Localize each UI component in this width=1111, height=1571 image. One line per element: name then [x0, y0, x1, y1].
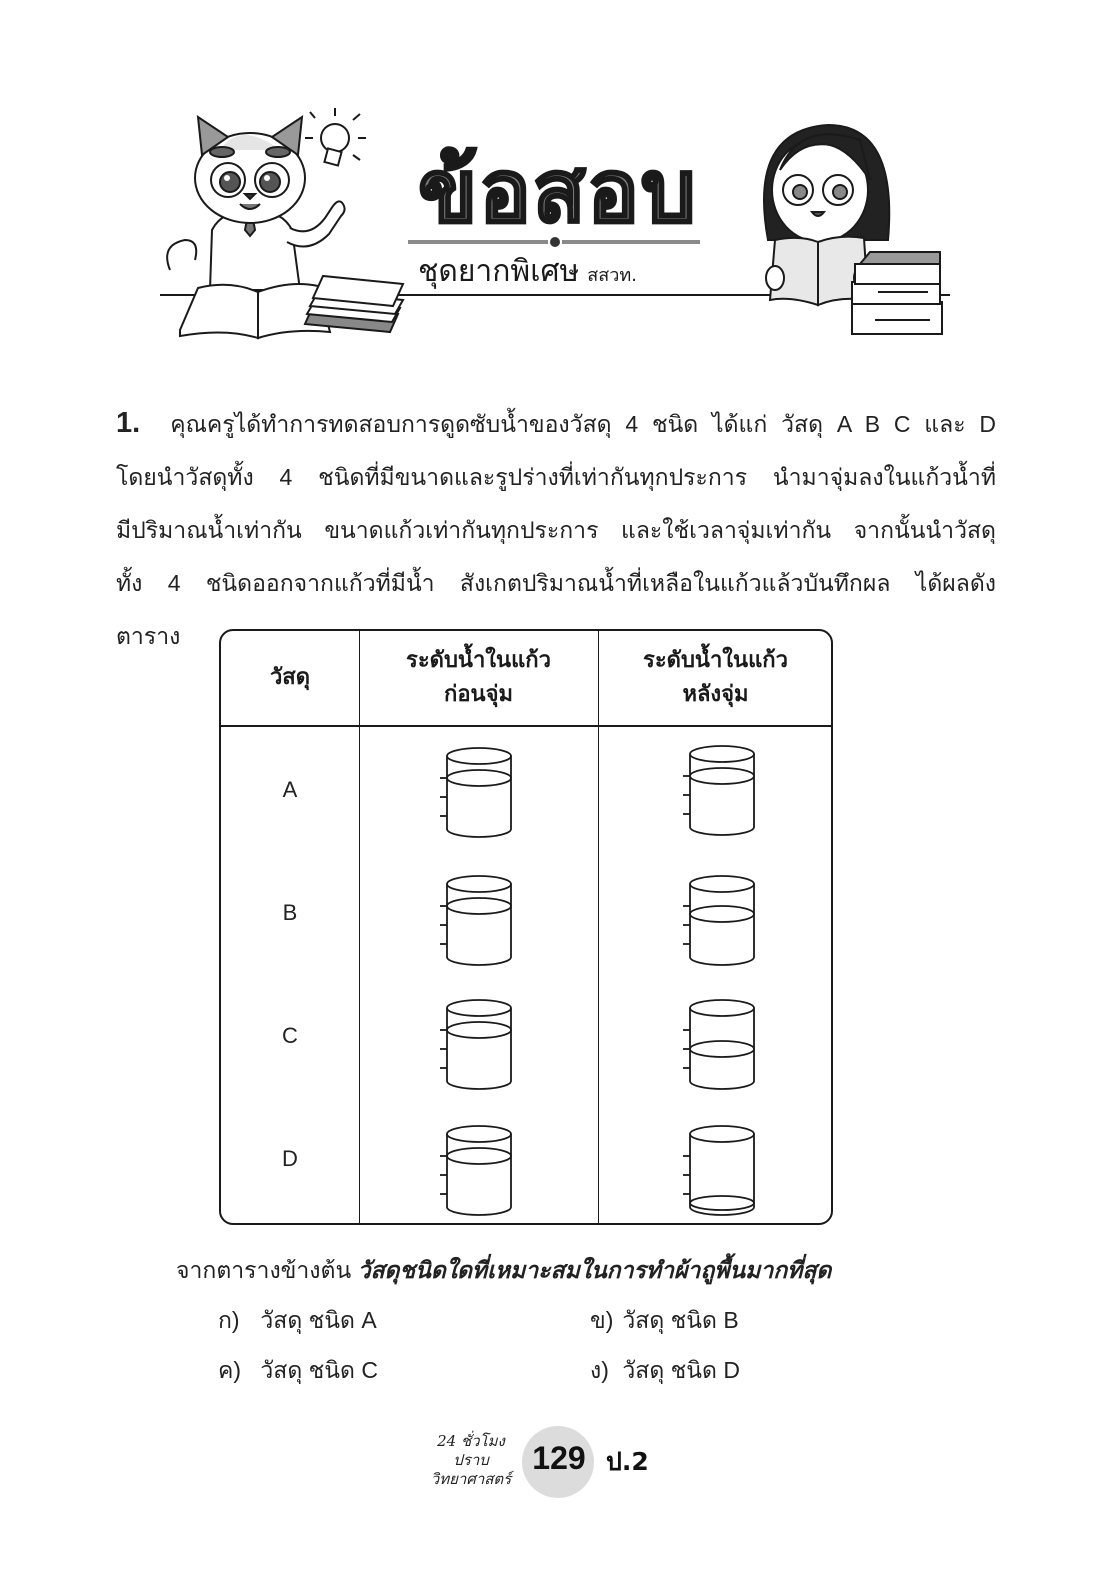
beaker-b-after: [683, 875, 755, 966]
choice-d-mark: ง): [590, 1357, 609, 1383]
question-line-5: ตาราง: [116, 623, 181, 649]
header-material: วัสดุ: [269, 665, 311, 690]
subtitle-text: ชุดยากพิเศษ: [418, 254, 580, 289]
banner-illustrations: [160, 108, 950, 340]
choice-d[interactable]: ง) วัสดุ ชนิด D: [590, 1352, 740, 1388]
cat-teacher-icon: [166, 114, 346, 291]
prompt-emphasis: วัสดุชนิดใดที่เหมาะสมในการทำผ้าถูพื้นมาก…: [357, 1257, 832, 1283]
beaker-c-after: [683, 999, 755, 1090]
book-title: 24 ชั่วโมง ปราบ วิทยาศาสตร์: [430, 1432, 512, 1488]
question-text: 1.คุณครูได้ทำการทดสอบการดูดซับน้ำของวัสด…: [116, 397, 996, 663]
question-line-1: 1.คุณครูได้ทำการทดสอบการดูดซับน้ำของวัสด…: [116, 407, 996, 439]
page-title: ข้อสอบ: [417, 141, 698, 244]
choice-c[interactable]: ค) วัสดุ ชนิด C: [218, 1352, 378, 1388]
beaker-a-after: [683, 745, 755, 836]
beaker-a-before: [440, 747, 512, 838]
question-line-4: ทั้ง 4 ชนิดออกจากแก้วที่มีน้ำ สังเกตปริม…: [116, 570, 996, 596]
choice-a-label: วัสดุ ชนิด A: [260, 1307, 377, 1333]
row-label-d: D: [282, 1146, 298, 1171]
question-line-2: โดยนำวัสดุทั้ง 4 ชนิดที่มีขนาดและรูปร่าง…: [116, 464, 996, 490]
book-stack-right-icon: [851, 251, 943, 335]
prompt-lead: จากตารางข้างต้น: [176, 1257, 352, 1283]
choice-c-label: วัสดุ ชนิด C: [260, 1357, 378, 1383]
header-banner: ข้อสอบ ชุดยากพิเศษ สสวท.: [150, 100, 970, 370]
row-label-c: C: [282, 1023, 298, 1048]
choice-d-label: วัสดุ ชนิด D: [622, 1357, 740, 1383]
table-header: [221, 631, 831, 727]
subtitle-agency: สสวท.: [587, 265, 637, 286]
choice-b-mark: ข): [590, 1307, 614, 1333]
choice-a-mark: ก): [218, 1307, 240, 1333]
title-rule-dot: [550, 237, 560, 247]
row-label-a: A: [282, 777, 298, 802]
question-prompt: จากตารางข้างต้น วัสดุชนิดใดที่เหมาะสมในก…: [176, 1252, 831, 1288]
beaker-c-before: [440, 999, 512, 1090]
page-number: 129: [532, 1440, 586, 1476]
question-line-3: มีปริมาณน้ำเท่ากัน ขนาดแก้วเท่ากันทุกประ…: [116, 517, 996, 543]
girl-reading-icon: [763, 123, 891, 307]
table-divider-1: [359, 631, 360, 1223]
page-subtitle: ชุดยากพิเศษ สสวท.: [418, 252, 637, 296]
beaker-d-after: [683, 1125, 755, 1216]
results-table: วัสดุ ระดับน้ำในแก้ว ก่อนจุ่ม ระดับน้ำใน…: [219, 629, 833, 1225]
row-label-b: B: [282, 900, 298, 925]
beaker-d-before: [440, 1125, 512, 1216]
header-after: ระดับน้ำในแก้ว หลังจุ่ม: [643, 648, 788, 707]
choice-a[interactable]: ก) วัสดุ ชนิด A: [218, 1302, 377, 1338]
open-book-icon: [179, 283, 332, 340]
grade-label: ป.2: [606, 1447, 649, 1476]
choice-b[interactable]: ข) วัสดุ ชนิด B: [590, 1302, 739, 1338]
table-divider-2: [598, 631, 599, 1223]
lightbulb-icon: [305, 108, 366, 167]
header-before: ระดับน้ำในแก้ว ก่อนจุ่ม: [406, 648, 551, 707]
choice-c-mark: ค): [218, 1357, 242, 1383]
choice-b-label: วัสดุ ชนิด B: [622, 1307, 739, 1333]
question-number: 1.: [116, 407, 141, 439]
book-stack-left-icon: [303, 274, 405, 334]
page-number-badge: [522, 1426, 594, 1498]
beaker-b-before: [440, 875, 512, 966]
